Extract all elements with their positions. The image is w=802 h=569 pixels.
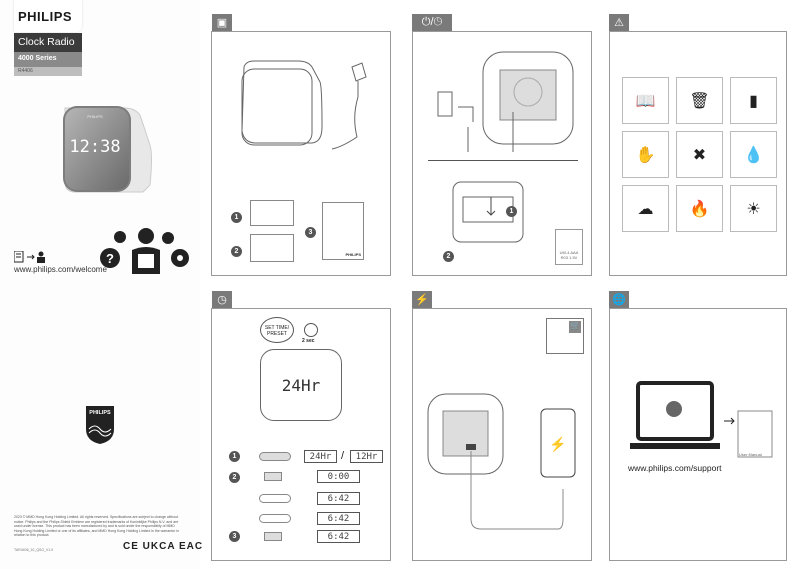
cover-column <box>0 0 200 569</box>
set-time-preset-button <box>264 472 282 481</box>
support-url[interactable]: www.philips.com/support <box>628 463 722 473</box>
clean-hands-icon: ✋ <box>622 131 669 178</box>
panel-power: 1 2 UM-4 AAA R03 1.5V <box>412 31 592 276</box>
no-leak-icon: ▮ <box>730 77 777 124</box>
panel-box-contents: 1 2 3 PHILIPS <box>211 31 391 276</box>
legal-text: 2023 © MMD Hong Kong Holding Limited. Al… <box>14 515 180 537</box>
display-minute: 6:42 <box>317 512 360 525</box>
panel-charging: 🛒 ⚡ <box>412 308 592 561</box>
display-12hr: 12Hr <box>350 450 383 463</box>
warning-icon: ⚠ <box>609 14 629 31</box>
clock-icon: ◷ <box>212 291 232 308</box>
safety-leaflet <box>250 200 294 226</box>
box-contents-icon: ▣ <box>212 14 232 31</box>
no-fire-icon: 🔥 <box>676 185 723 232</box>
display-24hr: 24Hr <box>304 450 337 463</box>
tune-button <box>259 494 291 503</box>
product-title: Clock Radio <box>14 33 82 52</box>
accessories-not-included: 🛒 <box>546 318 584 354</box>
safety-icon-grid: 📖 🗑 ▮ ✋ ✖ 💧 ☁ 🔥 ☀ <box>622 77 777 232</box>
plug-clock-icon: ⏻/◷ <box>412 14 452 31</box>
separator: / <box>341 450 345 462</box>
svg-text:PHILIPS: PHILIPS <box>87 114 103 119</box>
read-manual-icon: 📖 <box>622 77 669 124</box>
cart-icon: 🛒 <box>569 321 581 333</box>
svg-text:⚡: ⚡ <box>549 436 566 453</box>
welcome-url[interactable]: www.philips.com/welcome <box>14 265 107 274</box>
certification-marks: CE UKCA EAC <box>123 541 204 552</box>
panel-support: User Manual www.philips.com/support <box>609 308 787 561</box>
clock-display-illustration: 24Hr <box>260 349 342 421</box>
display-hour: 6:42 <box>317 492 360 505</box>
clock-and-adapter-illustration <box>241 60 367 150</box>
battery-charge-icon: ⚡ <box>412 291 432 308</box>
battery-compartment-illustration <box>452 181 524 243</box>
no-rain-icon: ☁ <box>622 185 669 232</box>
step-number: 3 <box>229 531 240 542</box>
svg-text:?: ? <box>106 251 114 266</box>
brand-logo: PHILIPS <box>18 9 73 24</box>
brand-box <box>14 0 82 32</box>
register-icon <box>13 250 48 268</box>
display-flashing: 0:00 <box>317 470 360 483</box>
battery-spec: UM-4 AAA R03 1.5V <box>555 229 583 265</box>
user-manual-label: User Manual <box>739 452 762 457</box>
svg-text:PHILIPS: PHILIPS <box>89 410 111 416</box>
svg-text:12:38: 12:38 <box>69 137 120 157</box>
philips-shield-logo: PHILIPS <box>85 405 115 450</box>
no-water-icon: 💧 <box>730 131 777 178</box>
tune-button <box>259 514 291 523</box>
step-number: 2 <box>229 472 240 483</box>
panel-set-time: SET TIME/ PRESET 2 sec 24Hr 1 24Hr / 12H… <box>211 308 391 561</box>
set-time-preset-button <box>264 532 282 541</box>
document-code: TAR4406_10_QSG_V1.0 <box>14 548 54 552</box>
quick-start-guide <box>250 234 294 262</box>
power-connection-illustration <box>437 51 574 152</box>
globe-icon: 🌐 <box>609 291 629 308</box>
step-number: 2 <box>443 251 454 262</box>
warranty-leaflet: PHILIPS <box>322 202 364 260</box>
help-icons: ? <box>98 226 194 281</box>
usb-charging-illustration: ⚡ <box>427 393 576 530</box>
clock-radio-image: 12:38 PHILIPS <box>55 100 155 200</box>
step-number: 1 <box>506 206 517 217</box>
model-number: R4406 <box>14 67 82 76</box>
step-number: 3 <box>305 227 316 238</box>
no-bin-disposal-icon: 🗑 <box>676 77 723 124</box>
step-number: 1 <box>231 212 242 223</box>
panel-safety: 📖 🗑 ▮ ✋ ✖ 💧 ☁ 🔥 ☀ <box>609 31 787 276</box>
step-number: 2 <box>231 246 242 257</box>
set-time-callout: SET TIME/ PRESET <box>260 317 294 343</box>
series-label: 4000 Series <box>14 52 82 67</box>
display-confirmed: 6:42 <box>317 530 360 543</box>
step-number: 1 <box>229 451 240 462</box>
divider <box>428 160 578 161</box>
tune-button <box>259 452 291 461</box>
hold-duration: 2 sec <box>302 338 315 344</box>
no-spray-cleaner-icon: ✖ <box>676 131 723 178</box>
laptop-download-illustration <box>630 381 773 458</box>
no-sun-icon: ☀ <box>730 185 777 232</box>
timer-icon <box>304 323 318 337</box>
